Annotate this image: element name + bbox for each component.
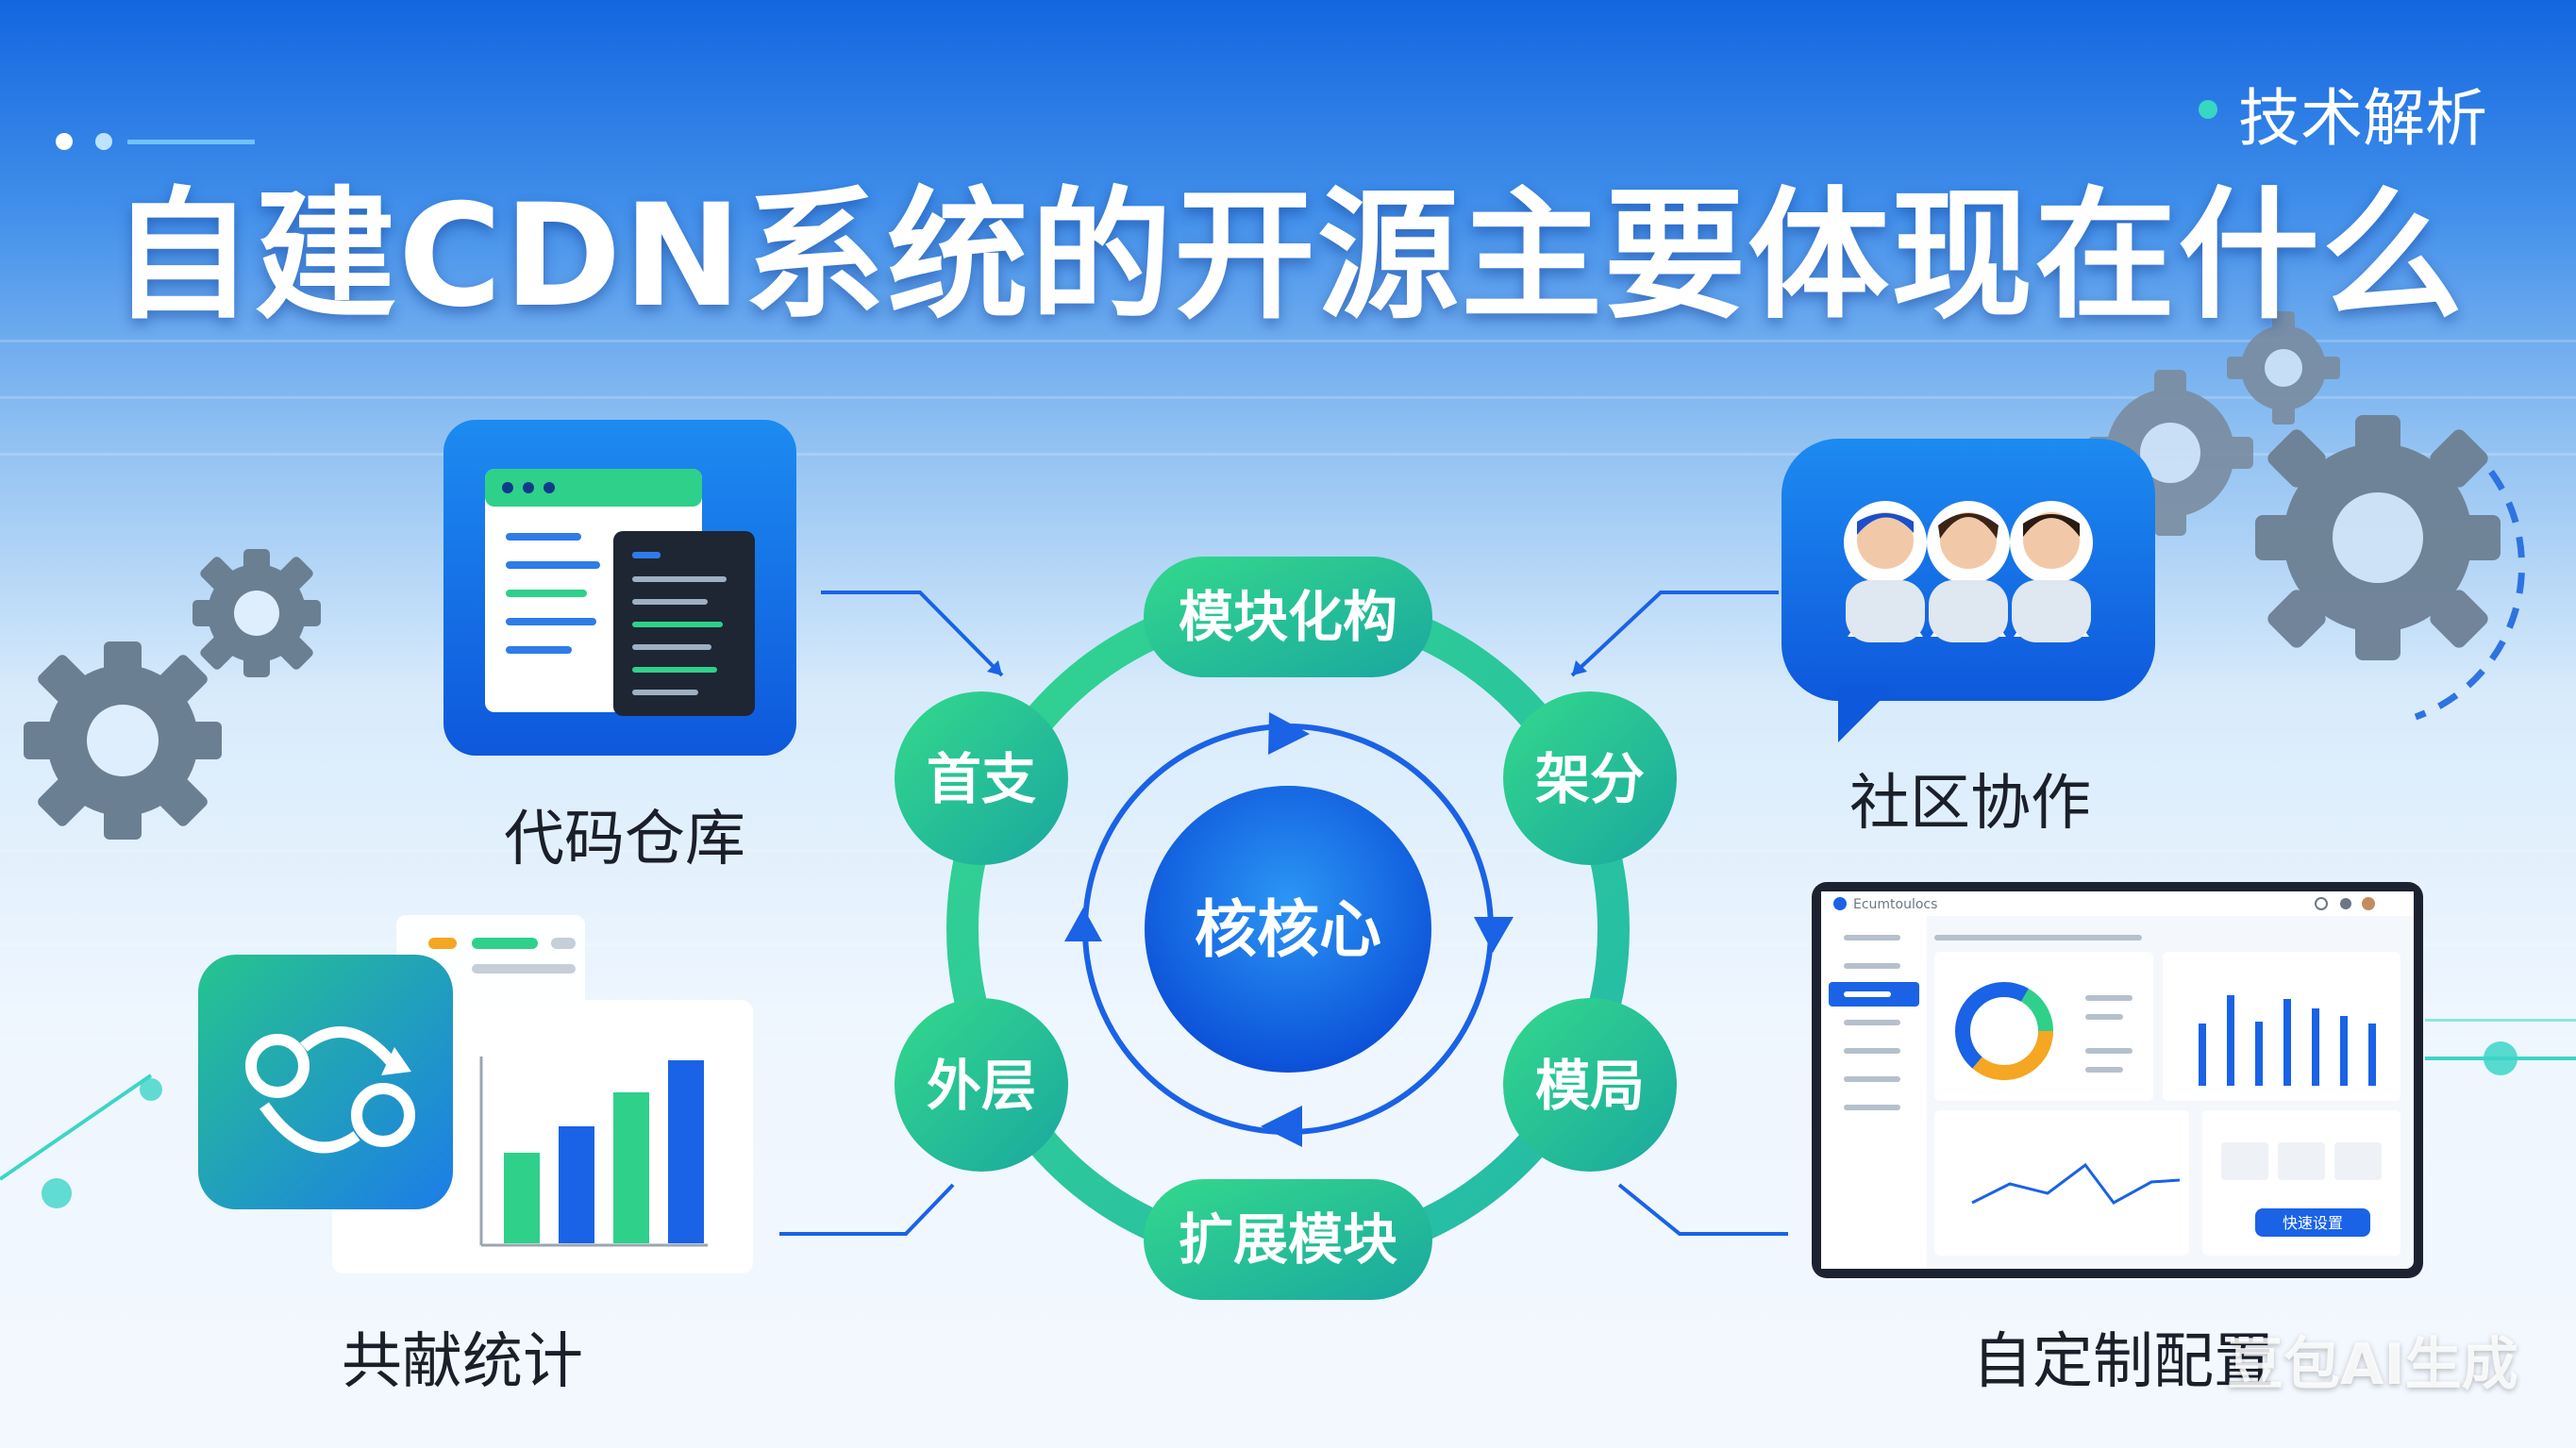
gear-icon — [2255, 415, 2501, 660]
cycle-node-label: 架分 — [1535, 747, 1645, 811]
cycle-arrow-icon — [1064, 907, 1102, 941]
cycle-node-label: 模局 — [1535, 1054, 1645, 1118]
feature-label-contribution: 共献统计 — [342, 1327, 583, 1397]
feature-label-custom-config: 自定制配置 — [1972, 1327, 2274, 1397]
cycle-arrow-icon — [1268, 712, 1310, 755]
cycle-center-label: 核核心 — [1195, 893, 1381, 966]
cycle-arrow-icon — [1261, 1106, 1302, 1147]
tag-dot — [2199, 100, 2217, 119]
quick-setup-label: 快速设置 — [2283, 1214, 2343, 1232]
feature-label-community: 社区协作 — [1849, 769, 2091, 839]
cycle-node: 外层 — [895, 998, 1068, 1172]
feature-label-code-repo: 代码仓库 — [504, 805, 745, 874]
dashboard-app-title: Ecumtoulocs — [1853, 897, 1937, 912]
cycle-node-label: 外层 — [927, 1054, 1036, 1118]
code-repo-icon — [443, 420, 796, 756]
page-title: 自建CDN系统的开源主要体现在什么 — [110, 175, 2466, 339]
gear-icon — [24, 641, 222, 840]
cycle-node: 架分 — [1503, 691, 1677, 865]
cycle-node: 扩展模块 — [1144, 1179, 1432, 1300]
gear-icon — [192, 549, 321, 677]
quick-setup-button[interactable] — [2255, 1208, 2370, 1237]
contribution-stats-icon — [198, 915, 753, 1273]
watermark: 豆包AI生成 — [2227, 1332, 2518, 1398]
cycle-node: 模局 — [1503, 998, 1677, 1172]
cycle-node: 首支 — [895, 691, 1068, 865]
cycle-node-label: 模块化构 — [1179, 585, 1397, 649]
cycle-node-label: 首支 — [927, 747, 1036, 811]
cycle-arrow-icon — [1474, 917, 1514, 953]
cycle-node: 模块化构 — [1144, 557, 1432, 677]
tag-label: 技术解析 — [2238, 82, 2487, 155]
gear-icon — [2227, 311, 2340, 424]
cycle-node-label: 扩展模块 — [1179, 1207, 1397, 1272]
dashboard-mock: Ecumtoulocs 快速设置 — [1812, 882, 2423, 1278]
community-icon — [1781, 439, 2155, 742]
cycle-diagram: 核核心 模块化构 架分 模局 扩展模块 外层 首支 — [895, 557, 1677, 1300]
